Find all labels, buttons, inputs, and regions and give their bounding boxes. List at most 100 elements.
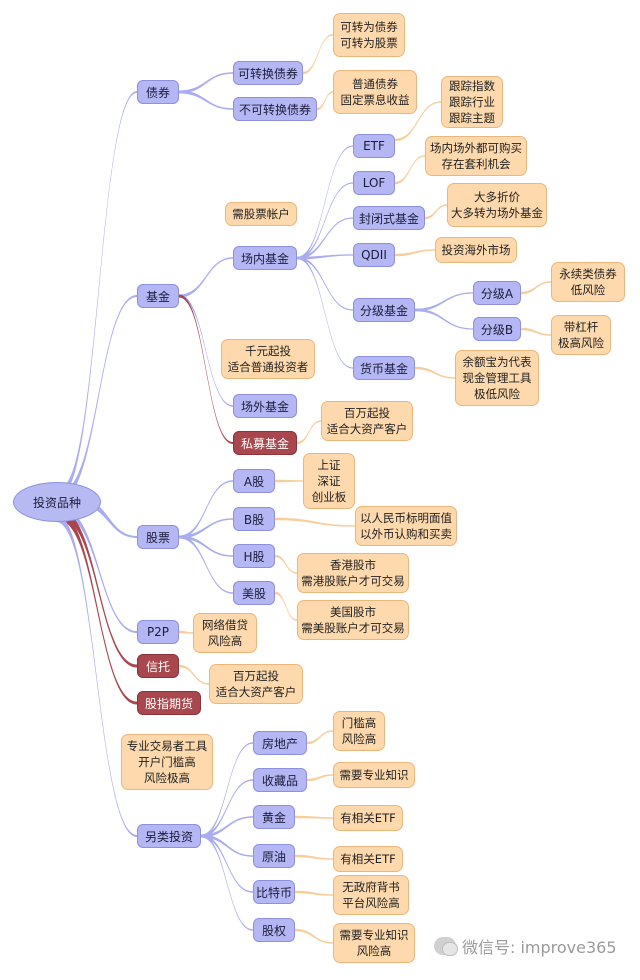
onexchange-fund-node[interactable]: 场内基金 <box>233 246 297 270</box>
connector-branch <box>307 774 333 782</box>
connector-branch <box>56 514 137 837</box>
trust-node[interactable]: 信托 <box>137 654 179 678</box>
nonconvertible-note: 普通债券固定票息收益 <box>333 70 417 114</box>
money-fund-node[interactable]: 货币基金 <box>353 356 415 380</box>
connector-branch <box>395 155 425 185</box>
collectibles-note: 需要专业知识 <box>333 762 415 788</box>
wechat-icon <box>434 937 458 956</box>
connector-branch <box>201 834 253 857</box>
connector-branch <box>201 816 253 838</box>
connector-branch <box>179 294 233 444</box>
connector-branch <box>201 834 253 893</box>
bitcoin-note: 无政府背书平台风险高 <box>333 875 409 915</box>
connector-branch <box>179 72 233 94</box>
gold-node[interactable]: 黄金 <box>253 805 295 829</box>
qdii-note: 投资海外市场 <box>435 237 517 263</box>
connector-branch <box>303 34 333 75</box>
connector-branch <box>295 815 333 819</box>
closed-fund-node[interactable]: 封闭式基金 <box>353 206 425 230</box>
bitcoin-node[interactable]: 比特币 <box>253 880 295 904</box>
funds-node[interactable]: 基金 <box>137 284 179 308</box>
us-share-note: 美国股市需美股账户才可交易 <box>297 600 409 640</box>
connector-branch <box>297 217 353 260</box>
private-note: 百万起投适合大资产客户 <box>321 401 413 441</box>
index-futures-node[interactable]: 股指期货 <box>137 691 201 715</box>
qdii-node[interactable]: QDII <box>353 243 395 267</box>
connector-branch <box>60 91 137 497</box>
index-futures-note: 专业交易者工具开户门槛高风险极高 <box>121 734 213 790</box>
offexchange-fund-node[interactable]: 场外基金 <box>233 394 297 418</box>
trust-note: 百万起投适合大资产客户 <box>209 664 303 704</box>
equity-node[interactable]: 股权 <box>253 918 295 942</box>
b-share-node[interactable]: B股 <box>233 507 275 531</box>
connector-branch <box>395 101 441 142</box>
connector-branch <box>275 479 303 483</box>
money-note: 余额宝为代表现金管理工具极低风险 <box>455 350 539 406</box>
convertible-bond-node[interactable]: 可转换债券 <box>233 61 303 85</box>
connector-branch <box>297 254 353 260</box>
connector-branch <box>275 554 297 574</box>
h-share-node[interactable]: H股 <box>233 544 275 568</box>
connector-branch <box>179 630 193 634</box>
connector-branch <box>297 256 353 369</box>
connector-branch <box>297 145 353 260</box>
connector-branch <box>297 256 353 311</box>
etf-note: 跟踪指数跟踪行业跟踪主题 <box>441 76 503 128</box>
connector-branch <box>317 91 333 111</box>
connector-branch <box>60 510 137 668</box>
offexchange-note: 千元起投适合普通投资者 <box>221 339 315 379</box>
lof-node[interactable]: LOF <box>353 171 395 195</box>
wechat-watermark: 微信号: improve365 <box>434 934 617 958</box>
connector-branch <box>201 742 253 838</box>
connector-branch <box>58 512 137 705</box>
connector-branch <box>415 292 473 312</box>
connector-branch <box>179 480 233 539</box>
equity-note: 需要专业知识风险高 <box>333 923 415 963</box>
graded-b-node[interactable]: 分级B <box>473 317 521 341</box>
nonconvertible-bond-node[interactable]: 不可转换债券 <box>233 97 317 121</box>
a-share-node[interactable]: A股 <box>233 469 275 493</box>
connector-branch <box>179 535 233 557</box>
us-share-node[interactable]: 美股 <box>233 581 275 605</box>
connector-branch <box>201 834 253 931</box>
graded-a-node[interactable]: 分级A <box>473 281 521 305</box>
lof-note: 场内场外都可购买存在套利机会 <box>425 136 527 176</box>
connector-branch <box>201 779 253 838</box>
convertible-note: 可转为债券可转为股票 <box>333 13 405 57</box>
a-share-note: 上证深证创业板 <box>303 453 355 509</box>
collectibles-node[interactable]: 收藏品 <box>253 768 307 792</box>
graded-b-note: 带杠杆极高风险 <box>551 315 611 355</box>
connector-branch <box>297 420 321 445</box>
bonds-node[interactable]: 债券 <box>137 80 179 104</box>
connector-branch <box>295 928 333 944</box>
connector-branch <box>425 204 447 220</box>
b-share-note: 以人民币标明面值以外币认购和买卖 <box>355 506 457 546</box>
etf-node[interactable]: ETF <box>353 134 395 158</box>
realestate-note: 门槛高风险高 <box>333 711 385 751</box>
private-fund-node[interactable]: 私募基金 <box>233 431 297 455</box>
onexchange-note: 需股票帐户 <box>225 202 297 226</box>
oil-node[interactable]: 原油 <box>253 844 295 868</box>
connector-branch <box>179 257 233 298</box>
alternative-node[interactable]: 另类投资 <box>137 824 201 848</box>
connector-branch <box>295 854 333 860</box>
root-node[interactable]: 投资品种 <box>13 482 101 522</box>
connector-branch <box>521 327 551 336</box>
connector-branch <box>415 366 455 379</box>
gold-note: 有相关ETF <box>333 805 403 831</box>
graded-fund-node[interactable]: 分级基金 <box>353 298 415 322</box>
p2p-note: 网络借贷风险高 <box>193 613 257 653</box>
oil-note: 有相关ETF <box>333 846 403 872</box>
connector-branch <box>179 90 233 110</box>
connector-branch <box>275 517 355 527</box>
connector-branch <box>395 249 435 257</box>
watermark-text: 微信号: improve365 <box>462 938 617 957</box>
connector-branch <box>60 295 137 500</box>
stocks-node[interactable]: 股票 <box>137 525 179 549</box>
realestate-node[interactable]: 房地产 <box>253 731 307 755</box>
connector-branch <box>295 890 333 896</box>
p2p-node[interactable]: P2P <box>137 620 179 644</box>
connector-branch <box>179 664 209 685</box>
connector-branch <box>415 308 473 330</box>
